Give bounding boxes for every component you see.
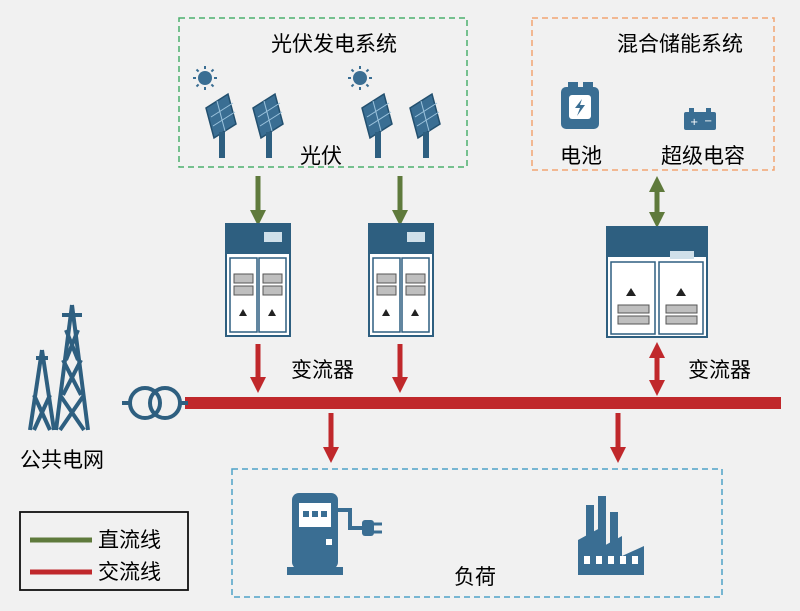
battery-label: 电池	[560, 144, 602, 168]
converter-label-left: 变流器	[291, 358, 354, 382]
pv-converter-right	[368, 223, 434, 337]
storage-converter	[606, 226, 708, 338]
svg-text:−: −	[704, 116, 712, 127]
load-box	[231, 468, 723, 598]
load-label: 负荷	[454, 565, 496, 589]
legend-box	[19, 511, 189, 591]
pv-converter-left	[225, 223, 291, 337]
pv-array-left	[192, 65, 284, 159]
pv-label: 光伏	[300, 144, 342, 168]
charging-station-icon	[287, 493, 382, 575]
ac-bus	[185, 397, 781, 409]
legend-ac-label: 交流线	[98, 560, 161, 584]
storage-system-box	[531, 17, 775, 171]
storage-system-title: 混合储能系统	[617, 32, 743, 56]
grid-label: 公共电网	[20, 448, 104, 472]
power-grid-icon	[28, 304, 90, 432]
supercapacitor-icon: + −	[684, 108, 716, 130]
pv-system-title: 光伏发电系统	[271, 32, 397, 56]
converter-label-right: 变流器	[688, 358, 751, 382]
svg-text:+: +	[690, 117, 698, 128]
transformer-icon	[122, 386, 188, 420]
supercapacitor-label: 超级电容	[661, 144, 745, 168]
factory-icon	[578, 496, 644, 575]
battery-icon	[561, 82, 599, 129]
pv-system-box	[178, 17, 468, 168]
pv-array-right	[347, 65, 441, 159]
legend-dc-label: 直流线	[98, 528, 161, 552]
